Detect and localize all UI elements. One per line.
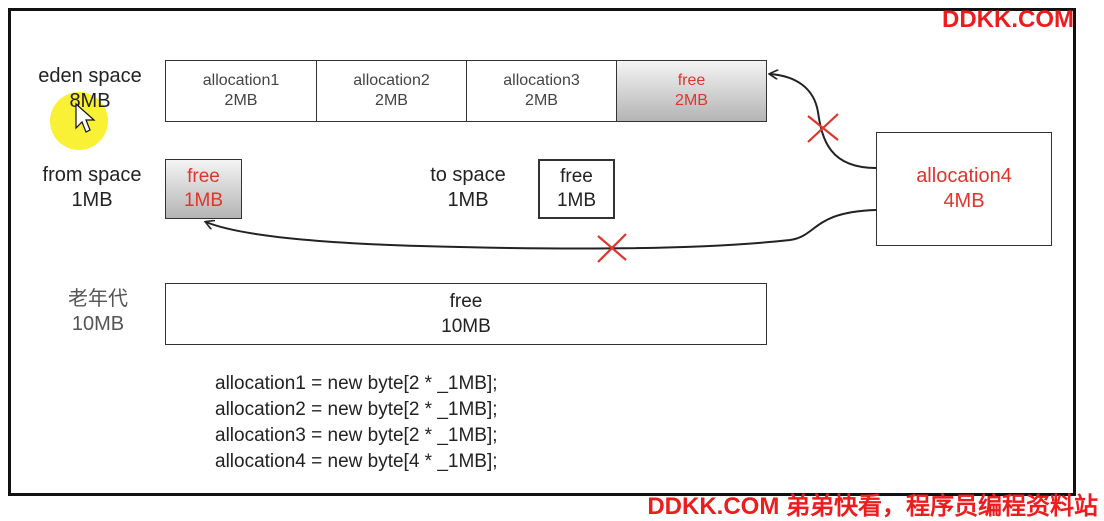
from-space-box-size: 1MB [183,190,224,211]
eden-space-title: eden space [38,65,142,87]
cross-from-space-icon [597,233,627,263]
to-space-box: free 1MB [538,159,615,219]
allocation4-size: 4MB [943,190,985,212]
arrow-to-eden [770,74,877,169]
allocation4-name: allocation4 [916,165,1012,187]
mouse-cursor-icon [75,102,96,133]
old-gen-size: 10MB [71,313,125,335]
eden-space-size: 8MB [69,90,111,112]
from-space-box: free 1MB [165,159,242,219]
code-block: allocation1 = new byte[2 * _1MB]; alloca… [215,371,498,475]
eden-space-label: eden space 8MB [28,64,152,114]
old-gen-box-size: 10MB [441,316,491,337]
to-space-label: to space 1MB [418,163,518,213]
code-line-3: allocation3 = new byte[2 * _1MB]; [215,425,498,446]
from-space-label: from space 1MB [32,163,152,213]
to-space-box-name: free [560,166,593,187]
eden-cell-2-name: allocation2 [353,72,430,89]
watermark-bottom: DDKK.COM 弟弟快看，程序员编程资料站 [647,493,1098,520]
eden-cell-1: allocation1 2MB [166,61,317,121]
eden-space-box: allocation1 2MB allocation2 2MB allocati… [165,60,767,122]
old-gen-box-name: free [449,291,483,312]
eden-cell-free: free 2MB [617,61,766,121]
from-space-size: 1MB [71,189,113,211]
to-space-title: to space [430,164,506,186]
eden-cell-2-size: 2MB [375,92,408,109]
to-space-box-size: 1MB [556,190,597,211]
code-line-4: allocation4 = new byte[4 * _1MB]; [215,451,498,472]
watermark-top: DDKK.COM [942,6,1074,33]
allocation4-box: allocation4 4MB [876,132,1052,246]
from-space-box-name: free [187,166,220,187]
eden-cell-free-name: free [677,72,706,89]
eden-cell-2: allocation2 2MB [317,61,467,121]
eden-cell-3-name: allocation3 [503,72,580,89]
arrow-to-from-space [206,209,877,250]
old-gen-box: free 10MB [165,283,767,345]
eden-cell-1-name: allocation1 [202,72,280,89]
code-line-1: allocation1 = new byte[2 * _1MB]; [215,373,498,394]
to-space-size: 1MB [447,189,489,211]
eden-cell-3: allocation3 2MB [467,61,617,121]
cross-eden-icon [807,113,839,143]
old-gen-label: 老年代 10MB [48,287,148,337]
eden-cell-free-size: 2MB [675,92,708,109]
eden-cell-1-size: 2MB [224,92,258,109]
old-gen-title: 老年代 [68,288,128,310]
code-line-2: allocation2 = new byte[2 * _1MB]; [215,399,498,420]
from-space-title: from space [42,164,142,186]
eden-cell-3-size: 2MB [525,92,558,109]
